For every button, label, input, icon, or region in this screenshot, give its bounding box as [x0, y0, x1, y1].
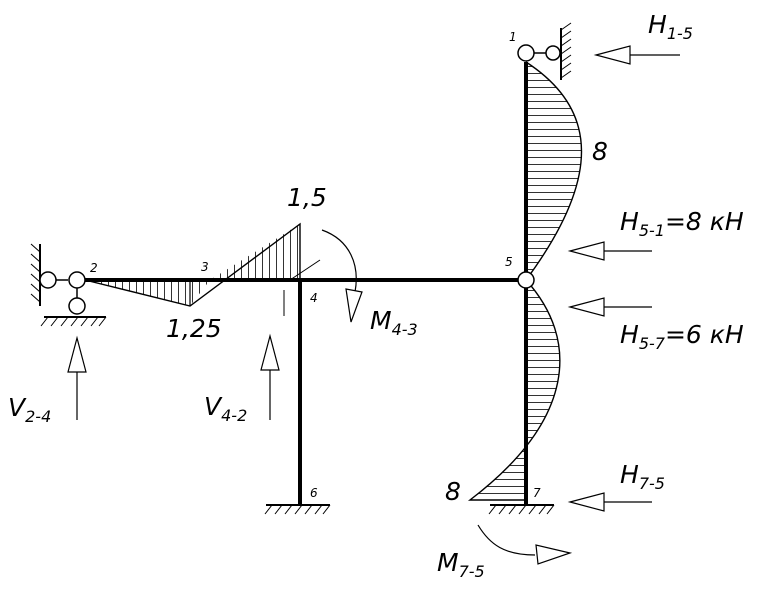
arrow-M-4-3	[321, 229, 363, 323]
force-H-1-5-main: H	[648, 10, 667, 39]
moment-value-beam-max: 1,5	[287, 183, 327, 212]
arrow-head-H-5-1	[567, 241, 605, 261]
node-label-6: 6	[310, 486, 318, 500]
force-H-1-5-sub: 1-5	[667, 24, 693, 43]
force-H-5-1-main: H	[620, 207, 639, 236]
force-label-M-7-5: M7-5	[437, 548, 485, 581]
roller-bottom-node-2	[68, 297, 86, 315]
arrow-H-5-1	[567, 241, 652, 261]
moment-diagram-upper-column	[525, 61, 583, 281]
ground-hatch-node-7	[488, 504, 555, 515]
force-H-5-7-value: =6 кН	[665, 320, 744, 349]
force-H-5-7-sub: 5-7	[639, 334, 666, 353]
arrow-head-H-5-7	[567, 297, 605, 317]
wall-hatch-node-1	[560, 22, 572, 79]
moment-line-beam	[84, 222, 301, 307]
moment-curve-5-7	[467, 279, 561, 501]
hinge-node-5	[517, 271, 535, 289]
arrow-V-4-2	[260, 333, 280, 420]
force-M-7-5-main: M	[437, 548, 459, 577]
arrow-arc-M-4-3	[321, 229, 357, 293]
moment-fill-5-7	[470, 280, 560, 500]
force-V-4-2-sub: 4-2	[221, 406, 247, 425]
moment-fill-beam-negative	[85, 280, 210, 306]
arrow-head-M-7-5	[535, 544, 573, 565]
ground-hatch-node-6	[264, 504, 331, 515]
arrow-H-5-7	[567, 297, 652, 317]
roller-node-1	[545, 45, 561, 61]
support-node-6	[264, 504, 331, 515]
ground-hatch-node-2	[40, 316, 107, 327]
node-label-2: 2	[90, 261, 98, 275]
moment-value-beam-min: 1,25	[166, 314, 222, 343]
force-H-5-7-main: H	[620, 320, 639, 349]
arrow-V-2-4	[67, 335, 87, 420]
moment-curve-1-5	[525, 61, 583, 281]
moment-fill-1-5	[526, 62, 582, 280]
node-label-1: 1	[509, 30, 517, 44]
force-label-H-5-7: H5-7=6 кН	[620, 320, 744, 353]
force-H-5-1-value: =8 кН	[665, 207, 744, 236]
moment-fill-beam-positive	[210, 224, 300, 280]
force-label-H-5-1: H5-1=8 кН	[620, 207, 744, 240]
wall-hatch-node-2	[30, 243, 41, 303]
node-label-4: 4	[310, 291, 318, 305]
rigid-joint-node-4	[283, 259, 321, 316]
arrow-H-1-5	[593, 45, 680, 65]
force-label-V-2-4: V2-4	[8, 393, 51, 426]
force-H-7-5-sub: 7-5	[639, 474, 665, 493]
moment-value-upper-column: 8	[592, 137, 608, 166]
support-node-2	[30, 243, 107, 327]
moment-value-lower-column: 8	[445, 477, 461, 506]
force-label-H-1-5: H1-5	[648, 10, 693, 43]
arrow-head-M-4-3	[345, 288, 363, 323]
arrow-head-H-1-5	[593, 45, 631, 65]
force-M-7-5-sub: 7-5	[459, 562, 485, 581]
arrow-head-V-2-4	[67, 335, 87, 373]
support-node-1	[517, 22, 572, 80]
arrow-head-V-4-2	[260, 333, 280, 371]
joint-marker-4-top	[289, 259, 321, 281]
arrow-head-H-7-5	[567, 492, 605, 512]
arrow-H-7-5	[567, 492, 652, 512]
force-V-2-4-sub: 2-4	[25, 407, 51, 426]
force-H-7-5-main: H	[620, 460, 639, 489]
node-label-5: 5	[505, 255, 513, 269]
hinge-node-1	[517, 44, 535, 62]
moment-diagram-beam	[84, 222, 301, 307]
force-M-4-3-main: M	[370, 306, 392, 335]
support-node-7	[488, 504, 555, 515]
force-V-4-2-main: V	[204, 392, 223, 421]
node-label-3: 3	[201, 260, 209, 274]
hinge-node-2	[68, 271, 86, 289]
force-label-H-7-5: H7-5	[620, 460, 665, 493]
force-M-4-3-sub: 4-3	[392, 320, 418, 339]
force-V-2-4-main: V	[8, 393, 27, 422]
force-H-5-1-sub: 5-1	[639, 221, 665, 240]
arrow-M-7-5	[477, 524, 573, 565]
node-label-7: 7	[533, 486, 541, 500]
force-label-V-4-2: V4-2	[204, 392, 247, 425]
moment-diagram-lower-column	[467, 279, 561, 501]
roller-left-node-2	[39, 271, 57, 289]
force-label-M-4-3: M4-3	[370, 306, 418, 339]
arrow-arc-M-7-5	[477, 524, 536, 556]
